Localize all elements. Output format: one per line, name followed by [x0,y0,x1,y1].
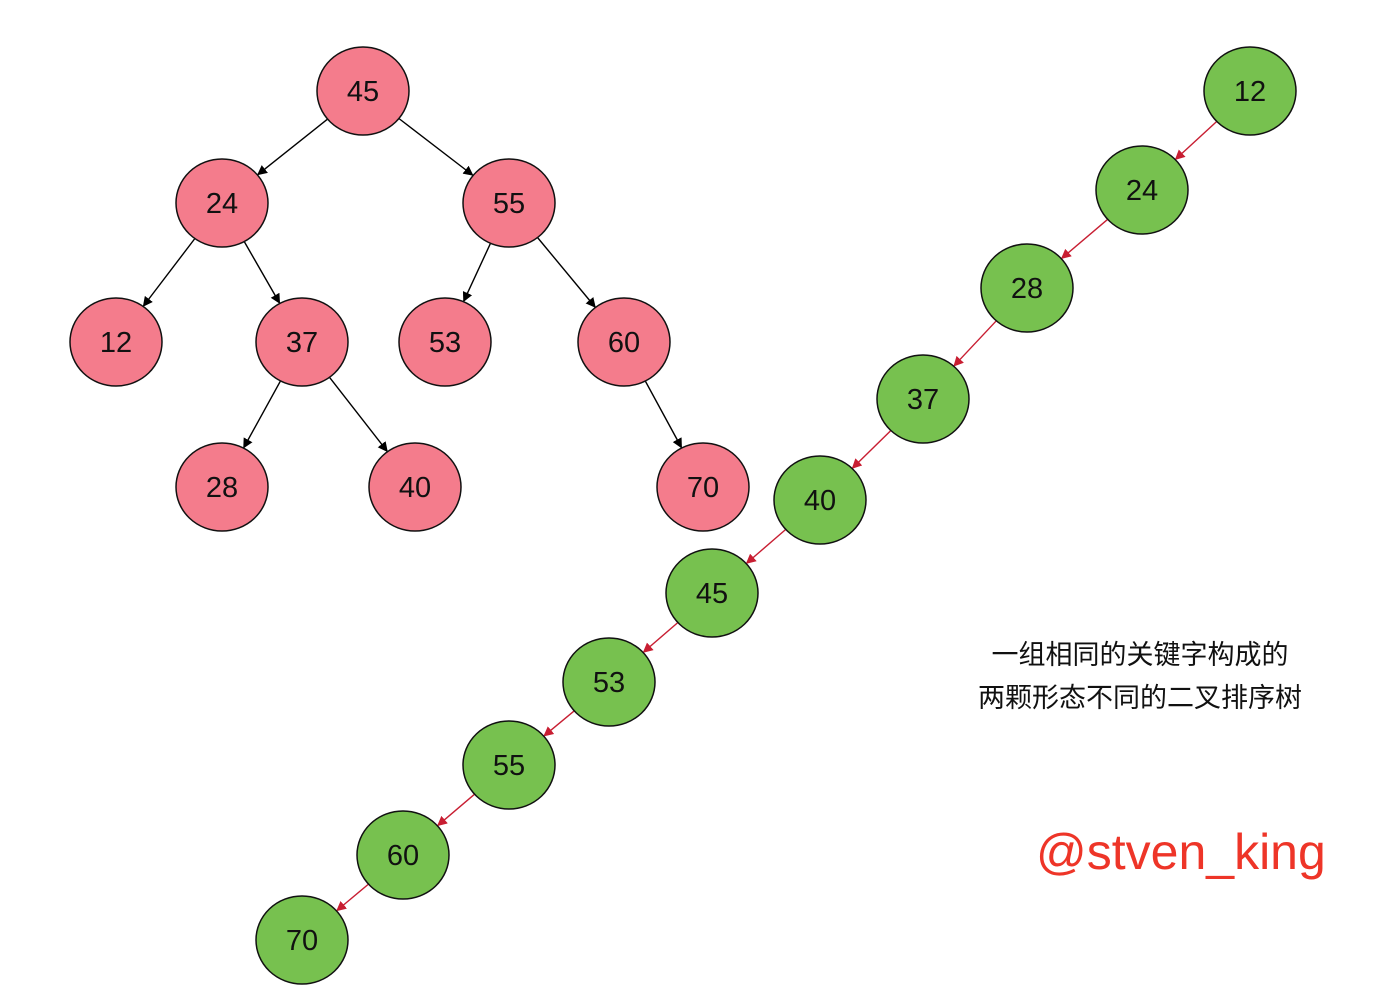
tree-b-node-label-37: 37 [907,384,939,416]
tree-b-node-circle-70 [255,895,349,985]
tree-a-node-label-12: 12 [100,327,132,359]
tree-a-edge-24-37 [243,241,281,304]
tree-b-node-12: 12 [1203,46,1297,136]
diagram-caption: 一组相同的关键字构成的 两颗形态不同的二叉排序树 [940,634,1340,720]
tree-a-node-70: 70 [656,442,750,532]
tree-a-node-circle-28 [175,442,269,532]
tree-b-node-label-70: 70 [286,925,318,957]
tree-a-node-label-53: 53 [429,327,461,359]
tree-b-node-label-55: 55 [493,750,525,782]
tree-b-node-53: 53 [562,637,656,727]
tree-b-node-24: 24 [1095,145,1189,235]
tree-b-node-60: 60 [356,810,450,900]
tree-a-node-circle-55 [462,158,556,248]
tree-b-node-45: 45 [665,548,759,638]
tree-a-node-circle-24 [175,158,269,248]
tree-b-edge-40-45 [745,528,787,565]
tree-a-edge-45-55 [398,117,474,177]
tree-b-node-circle-60 [356,810,450,900]
tree-a-node-55: 55 [462,158,556,248]
tree-b-edge-37-40 [851,429,892,470]
tree-b-node-label-45: 45 [696,578,728,610]
tree-a-node-45: 45 [316,46,410,136]
tree-a-node-label-37: 37 [286,327,318,359]
tree-b-nodes: 12 24 28 37 40 45 53 55 60 70 [255,46,1297,985]
tree-b-node-label-12: 12 [1234,76,1266,108]
tree-b-edge-53-55 [543,710,575,737]
tree-a-edge-45-24 [256,118,329,176]
tree-a-edges [142,117,683,453]
tree-b-node-circle-55 [462,720,556,810]
tree-b-node-label-60: 60 [387,840,419,872]
tree-b-edge-45-53 [642,621,679,654]
tree-a-node-37: 37 [255,297,349,387]
tree-b-node-label-40: 40 [804,485,836,517]
tree-a-edge-55-53 [462,243,492,303]
tree-a-node-circle-37 [255,297,349,387]
caption-line-2: 两颗形态不同的二叉排序树 [978,683,1302,714]
tree-a-node-label-24: 24 [206,188,238,220]
tree-a-node-label-60: 60 [608,327,640,359]
tree-b-edge-24-28 [1060,218,1109,260]
tree-b-node-circle-37 [876,354,970,444]
tree-b-node-circle-28 [980,243,1074,333]
tree-a-node-circle-70 [656,442,750,532]
tree-a-edge-55-60 [536,237,597,308]
tree-b-edge-60-70 [336,883,369,912]
tree-b-edge-12-24 [1174,120,1218,161]
tree-b-node-circle-24 [1095,145,1189,235]
tree-b-edge-55-60 [436,793,476,827]
tree-b-node-28: 28 [980,243,1074,333]
tree-a-node-40: 40 [368,442,462,532]
tree-a-node-circle-12 [69,297,163,387]
tree-a-node-12: 12 [69,297,163,387]
tree-a-edge-60-70 [644,380,683,449]
tree-a-nodes: 45 24 55 12 37 53 60 28 40 70 [69,46,750,532]
tree-a-edge-37-28 [242,380,282,449]
tree-a-edge-24-12 [142,238,196,307]
tree-b-edge-28-37 [953,320,997,367]
author-watermark: @stven_king [1036,824,1326,880]
tree-a-node-circle-60 [577,297,671,387]
tree-a-node-label-40: 40 [399,472,431,504]
tree-b-node-circle-40 [773,455,867,545]
tree-a-node-label-45: 45 [347,76,379,108]
tree-a-node-label-70: 70 [687,472,719,504]
tree-a-node-circle-53 [398,297,492,387]
tree-b-node-circle-53 [562,637,656,727]
tree-b-node-37: 37 [876,354,970,444]
tree-a-node-circle-40 [368,442,462,532]
tree-a-node-label-28: 28 [206,472,238,504]
tree-b-node-label-28: 28 [1011,273,1043,305]
tree-a-node-60: 60 [577,297,671,387]
tree-b-node-label-53: 53 [593,667,625,699]
tree-a-node-label-55: 55 [493,188,525,220]
tree-b-edges [336,120,1218,912]
tree-b-node-70: 70 [255,895,349,985]
tree-b-node-label-24: 24 [1126,175,1158,207]
tree-a-edge-37-40 [328,376,389,453]
tree-a-node-circle-45 [316,46,410,136]
tree-b-node-40: 40 [773,455,867,545]
tree-a-node-28: 28 [175,442,269,532]
tree-a-node-53: 53 [398,297,492,387]
tree-b-node-55: 55 [462,720,556,810]
tree-a-node-24: 24 [175,158,269,248]
tree-b-node-circle-12 [1203,46,1297,136]
tree-b-node-circle-45 [665,548,759,638]
caption-line-1: 一组相同的关键字构成的 [991,640,1289,671]
